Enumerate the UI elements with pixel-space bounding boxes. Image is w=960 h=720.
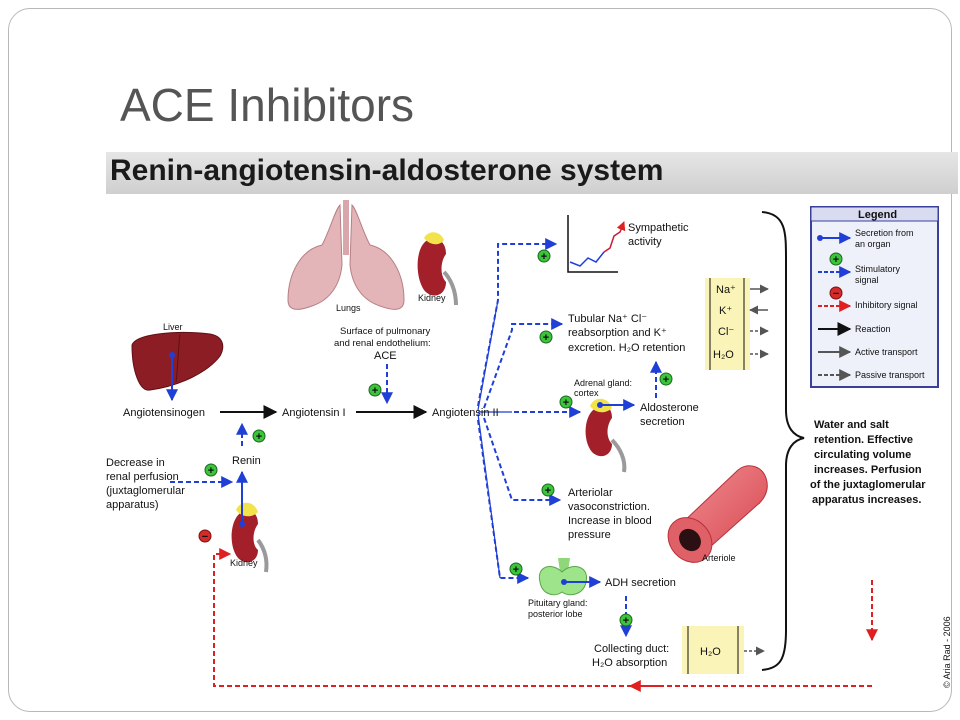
lungs-illustration xyxy=(287,200,405,310)
water-label-5: of the juxtaglomerular xyxy=(810,479,926,491)
svg-text:+: + xyxy=(545,485,551,497)
svg-text:+: + xyxy=(663,374,669,386)
minus-sign: − xyxy=(198,529,212,543)
kidney-bottom-illustration xyxy=(231,502,269,573)
sympathetic-label-2: activity xyxy=(628,236,662,248)
water-label-3: circulating volume xyxy=(814,449,911,461)
svg-text:+: + xyxy=(833,254,839,266)
legend-item-reaction: Reaction xyxy=(855,324,891,334)
arteriole-illustration xyxy=(667,465,768,563)
decrease-label-3: (juxtaglomerular xyxy=(106,485,185,497)
kidney-bottom-label: Kidney xyxy=(230,558,258,568)
slide-title: ACE Inhibitors xyxy=(120,79,415,131)
ace-label: ACE xyxy=(374,350,397,362)
svg-text:−: − xyxy=(833,288,839,300)
plus-sign: + xyxy=(539,330,553,344)
svg-text:+: + xyxy=(513,564,519,576)
collecting-label-2: H₂O absorption xyxy=(592,657,667,669)
decrease-label-1: Decrease in xyxy=(106,457,165,469)
plus-sign: + xyxy=(559,395,573,409)
arteriolar-label-4: pressure xyxy=(568,529,611,541)
legend-title: Legend xyxy=(858,209,897,221)
lungs-label: Lungs xyxy=(336,303,361,313)
svg-text:+: + xyxy=(623,615,629,627)
legend-item-inhibitory: Inhibitory signal xyxy=(855,300,918,310)
plus-sign: + xyxy=(537,249,551,263)
tubular-label-3: excretion. H₂O retention xyxy=(568,342,685,354)
legend-item-passive: Passive transport xyxy=(855,370,925,380)
liver-illustration xyxy=(131,332,224,391)
adrenal-label-2: cortex xyxy=(574,388,599,398)
plus-sign: + xyxy=(204,463,218,477)
legend-item-secretion-1: Secretion from xyxy=(855,228,914,238)
diagram-banner xyxy=(106,152,958,194)
decrease-label-2: renal perfusion xyxy=(106,471,179,483)
arteriole-label: Arteriole xyxy=(702,553,736,563)
svg-text:−: − xyxy=(202,531,208,543)
kidney-top-label: Kidney xyxy=(418,293,446,303)
surface-label-1: Surface of pulmonary xyxy=(340,326,431,337)
angiotensinogen-label: Angiotensinogen xyxy=(123,407,205,419)
arteriolar-label-2: vasoconstriction. xyxy=(568,501,650,513)
kidney-top-illustration xyxy=(417,232,458,306)
svg-text:+: + xyxy=(541,251,547,263)
svg-text:+: + xyxy=(372,385,378,397)
sympathetic-label-1: Sympathetic xyxy=(628,222,689,234)
renin-label: Renin xyxy=(232,455,261,467)
decrease-label-4: apparatus) xyxy=(106,499,159,511)
plus-sign: + xyxy=(659,372,673,386)
legend-item-active: Active transport xyxy=(855,347,918,357)
legend-item-stimulatory-1: Stimulatory xyxy=(855,264,901,274)
ion-exchange-box xyxy=(705,278,769,370)
svg-text:+: + xyxy=(563,397,569,409)
inhibitory-feedback-arrow xyxy=(213,548,872,687)
legend-item-stimulatory-2: signal xyxy=(855,275,879,285)
liver-label: Liver xyxy=(163,322,183,332)
plus-sign: + xyxy=(509,562,523,576)
svg-text:+: + xyxy=(256,431,262,443)
sympathetic-graph xyxy=(567,215,626,273)
ion-k-label: K⁺ xyxy=(719,305,732,317)
aldosterone-label-1: Aldosterone xyxy=(640,402,699,414)
pituitary-label-1: Pituitary gland: xyxy=(528,598,588,608)
tubular-label-2: reabsorption and K⁺ xyxy=(568,327,667,339)
arteriolar-label-1: Arteriolar xyxy=(568,487,613,499)
tubular-label-1: Tubular Na⁺ Cl⁻ xyxy=(568,313,647,325)
angiotensin2-label: Angiotensin II xyxy=(432,407,499,419)
summary-brace xyxy=(761,211,805,671)
plus-sign: + xyxy=(252,429,266,443)
legend-item-secretion-2: an organ xyxy=(855,239,891,249)
pituitary-illustration xyxy=(538,558,588,596)
adrenal-kidney-illustration xyxy=(585,398,627,473)
svg-text:+: + xyxy=(543,332,549,344)
ion-h2o-label: H₂O xyxy=(713,349,734,361)
adrenal-label-1: Adrenal gland: xyxy=(574,378,632,388)
plus-sign: + xyxy=(541,483,555,497)
aldosterone-label-2: secretion xyxy=(640,416,685,428)
collecting-duct-box xyxy=(682,626,765,674)
adh-label: ADH secretion xyxy=(605,577,676,589)
copyright-label: © Aria Rad - 2006 xyxy=(942,616,952,688)
ion-cl-label: Cl⁻ xyxy=(718,326,734,338)
surface-label-2: and renal endothelium: xyxy=(334,338,431,349)
diagram-banner-text: Renin-angiotensin-aldosterone system xyxy=(110,154,664,187)
collecting-label-1: Collecting duct: xyxy=(594,643,669,655)
water-label-2: retention. Effective xyxy=(814,434,913,446)
water-label-4: increases. Perfusion xyxy=(814,464,922,476)
angiotensin1-label: Angiotensin I xyxy=(282,407,346,419)
plus-sign: + xyxy=(368,383,382,397)
arteriolar-label-3: Increase in blood xyxy=(568,515,652,527)
duct-h2o-label: H₂O xyxy=(700,646,721,658)
water-label-1: Water and salt xyxy=(814,419,889,431)
water-label-6: apparatus increases. xyxy=(812,494,921,506)
pituitary-label-2: posterior lobe xyxy=(528,609,583,619)
legend: Legend Secretion from an organ + Stimula… xyxy=(810,206,939,388)
ion-na-label: Na⁺ xyxy=(716,284,736,296)
svg-text:+: + xyxy=(208,465,214,477)
plus-sign: + xyxy=(619,613,633,627)
